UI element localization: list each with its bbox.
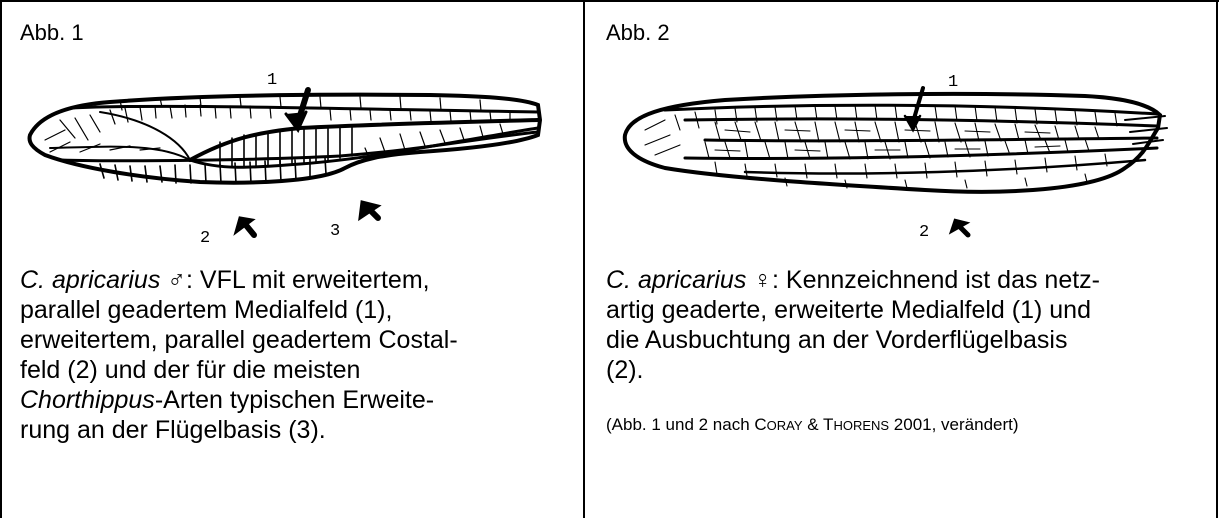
caption-line: C. apricarius ♂: VFL mit erweitertem,	[20, 265, 575, 295]
table-right-border	[1216, 0, 1218, 518]
species-name: C. apricarius	[606, 266, 746, 294]
caption-line: erweitertem, parallel geadertem Costal-	[20, 325, 575, 355]
author-coray: CORAY	[754, 415, 802, 434]
species-name: C. apricarius	[20, 266, 160, 294]
caption-line: C. apricarius ♀: Kennzeichnend ist das n…	[606, 265, 1211, 295]
caption-line: Chorthippus-Arten typischen Erweite-	[20, 385, 575, 415]
caption-line: die Ausbuchtung an der Vorderflügelbasis	[606, 325, 1211, 355]
marker-3-label: 3	[330, 222, 340, 241]
wing-illustration-male: 1 2 3	[0, 60, 583, 260]
figure-2-caption: C. apricarius ♀: Kennzeichnend ist das n…	[606, 265, 1211, 385]
genus-name: Chorthippus	[20, 386, 155, 414]
marker-2-label: 2	[919, 223, 929, 242]
figure-2-label: Abb. 2	[606, 20, 670, 46]
marker-1-label: 1	[948, 73, 958, 92]
caption-line: parallel geadertem Medialfeld (1),	[20, 295, 575, 325]
caption-line: artig geaderte, erweiterte Medialfeld (1…	[606, 295, 1211, 325]
figure-1-label: Abb. 1	[20, 20, 84, 46]
author-thorens: THORENS	[823, 415, 889, 434]
caption-line: rung an der Flügelbasis (3).	[20, 415, 575, 445]
sex-symbol: ♂	[167, 266, 186, 294]
source-citation: (Abb. 1 und 2 nach CORAY & THORENS 2001,…	[606, 414, 1211, 437]
caption-line: feld (2) und der für die meisten	[20, 355, 575, 385]
figure-1-panel: Abb. 1	[0, 0, 583, 518]
figure-1-caption: C. apricarius ♂: VFL mit erweitertem, pa…	[20, 265, 575, 445]
marker-2-label: 2	[200, 229, 210, 248]
wing-illustration-female: 1 2	[585, 60, 1216, 260]
caption-line: (2).	[606, 355, 1211, 385]
marker-1-label: 1	[267, 71, 277, 90]
figure-2-panel: Abb. 2	[585, 0, 1216, 518]
sex-symbol: ♀	[753, 266, 772, 294]
